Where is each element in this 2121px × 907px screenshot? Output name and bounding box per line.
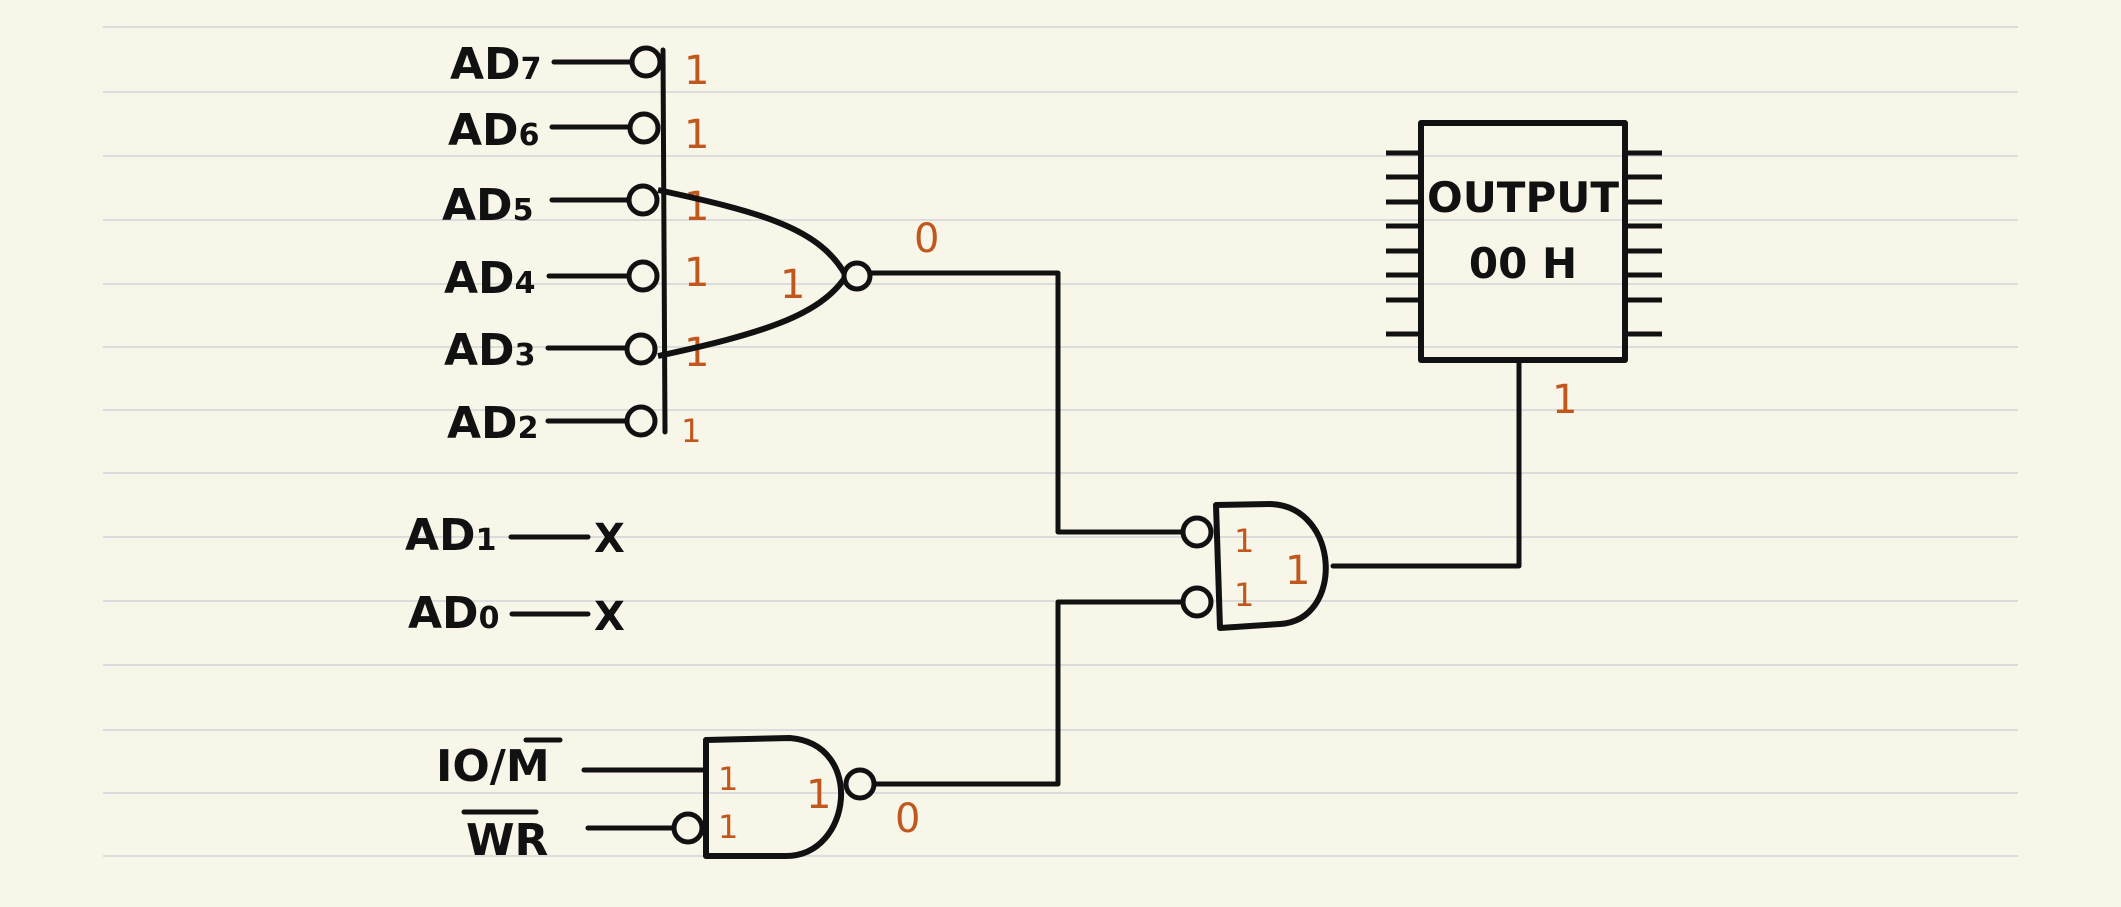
ad2-inversion-bubble — [624, 404, 658, 438]
control-inputs: IO/M WR — [436, 737, 709, 866]
ad2-level: 1 — [681, 412, 701, 450]
wr-label: WR — [466, 815, 548, 866]
address-input-wires — [545, 45, 668, 438]
address-input-labels: AD7 AD6 AD5 AD4 AD3 AD2 — [442, 39, 541, 449]
dont-care-inputs: AD1 X AD0 X — [405, 510, 625, 640]
ad7-label: AD7 — [450, 39, 541, 90]
ad7-level: 1 — [684, 48, 709, 94]
and-internal-level: 1 — [1285, 548, 1310, 594]
and-input-bubble-bottom — [1180, 585, 1214, 619]
ad7-inversion-bubble — [629, 45, 663, 79]
control-nand-internal-level: 1 — [806, 772, 831, 818]
control-nand-gate: 1 1 1 0 — [703, 735, 920, 859]
address-nand-gate: 1 0 — [657, 187, 939, 359]
and-input-level-top: 1 — [1234, 522, 1254, 560]
ad5-inversion-bubble — [626, 183, 660, 217]
and-input-level-bottom: 1 — [1234, 576, 1254, 614]
ad1-label: AD1 — [405, 510, 496, 561]
ad5-label: AD5 — [442, 180, 533, 231]
address-level-annotations: 1 1 1 1 1 1 — [681, 48, 709, 450]
final-and-gate: 1 1 1 — [1180, 501, 1329, 631]
address-nand-output-bubble — [841, 260, 873, 292]
ad6-level: 1 — [684, 112, 709, 158]
control-nand-output-level: 0 — [895, 796, 920, 842]
ad3-label: AD3 — [444, 325, 535, 376]
io-m-label: IO/M — [436, 741, 550, 792]
ad5-level: 1 — [684, 184, 709, 230]
interconnect-wires — [868, 270, 1522, 787]
ad3-level: 1 — [684, 330, 709, 376]
io-m-level: 1 — [718, 760, 738, 798]
wr-inversion-bubble — [671, 811, 705, 845]
ad0-label: AD0 — [408, 588, 499, 639]
address-nand-output-level: 0 — [914, 216, 939, 262]
and-input-bubble-top — [1180, 515, 1214, 549]
address-nand-internal-level: 1 — [780, 262, 805, 308]
ad4-label: AD4 — [444, 253, 535, 304]
ad2-label: AD2 — [447, 398, 538, 449]
ad4-level: 1 — [684, 250, 709, 296]
output-port-chip: OUTPUT 00 H 1 — [1386, 120, 1662, 423]
chip-title: OUTPUT — [1427, 173, 1619, 222]
chip-enable-level: 1 — [1552, 377, 1577, 423]
ad0-dont-care-mark: X — [594, 594, 625, 640]
input-bus-line — [660, 47, 668, 435]
chip-right-pins — [1625, 150, 1662, 337]
chip-left-pins — [1386, 150, 1421, 337]
control-nand-output-bubble — [843, 767, 877, 801]
ad6-label: AD6 — [448, 105, 539, 156]
ad4-inversion-bubble — [626, 259, 660, 293]
ad6-inversion-bubble — [627, 111, 661, 145]
ad3-inversion-bubble — [624, 332, 658, 366]
chip-address: 00 H — [1469, 239, 1577, 288]
ad1-dont-care-mark: X — [594, 516, 625, 562]
wr-level: 1 — [718, 808, 738, 846]
